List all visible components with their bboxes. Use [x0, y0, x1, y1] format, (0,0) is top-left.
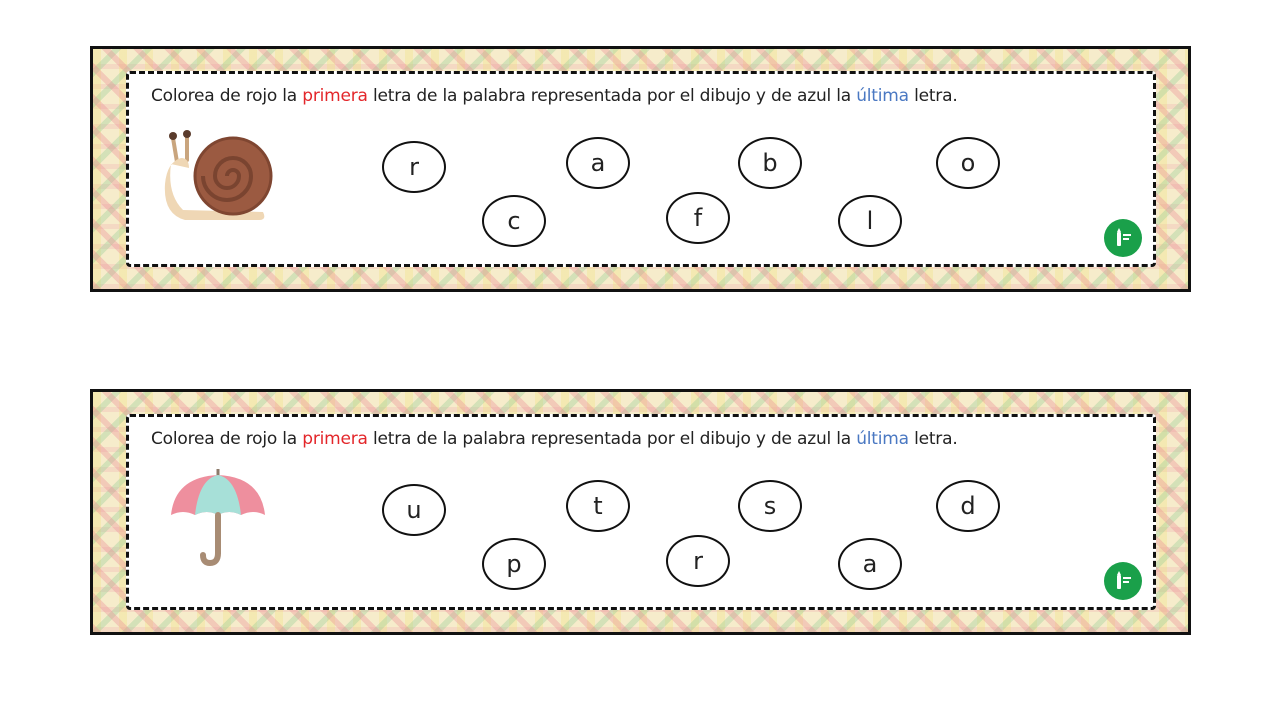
snail-icon	[164, 130, 273, 220]
letter-bubble[interactable]: c	[482, 195, 546, 247]
instruction-text: Colorea de rojo la primera letra de la p…	[151, 429, 958, 449]
exercise-card-2: Colorea de rojo la primera letra de la p…	[90, 389, 1191, 635]
brand-logo-icon	[1104, 562, 1142, 600]
letter-bubble[interactable]: s	[738, 480, 802, 532]
exercise-card-1: Colorea de rojo la primera letra de la p…	[90, 46, 1191, 292]
letter-bubble[interactable]: a	[566, 137, 630, 189]
exercise-panel: Colorea de rojo la primera letra de la p…	[126, 414, 1156, 610]
highlight-blue-word: última	[856, 429, 909, 449]
instruction-text: Colorea de rojo la primera letra de la p…	[151, 86, 958, 106]
highlight-red-word: primera	[302, 429, 368, 449]
umbrella-icon	[171, 469, 265, 567]
letter-bubble[interactable]: r	[666, 535, 730, 587]
highlight-blue-word: última	[856, 86, 909, 106]
letter-bubble[interactable]: r	[382, 141, 446, 193]
brand-logo-icon	[1104, 219, 1142, 257]
highlight-red-word: primera	[302, 86, 368, 106]
exercise-panel: Colorea de rojo la primera letra de la p…	[126, 71, 1156, 267]
letter-bubble[interactable]: a	[838, 538, 902, 590]
letter-bubble[interactable]: t	[566, 480, 630, 532]
letter-bubble[interactable]: u	[382, 484, 446, 536]
letter-bubble[interactable]: p	[482, 538, 546, 590]
letter-bubble[interactable]: d	[936, 480, 1000, 532]
letter-bubble[interactable]: l	[838, 195, 902, 247]
letter-bubble[interactable]: b	[738, 137, 802, 189]
letter-bubble[interactable]: f	[666, 192, 730, 244]
letter-bubble[interactable]: o	[936, 137, 1000, 189]
